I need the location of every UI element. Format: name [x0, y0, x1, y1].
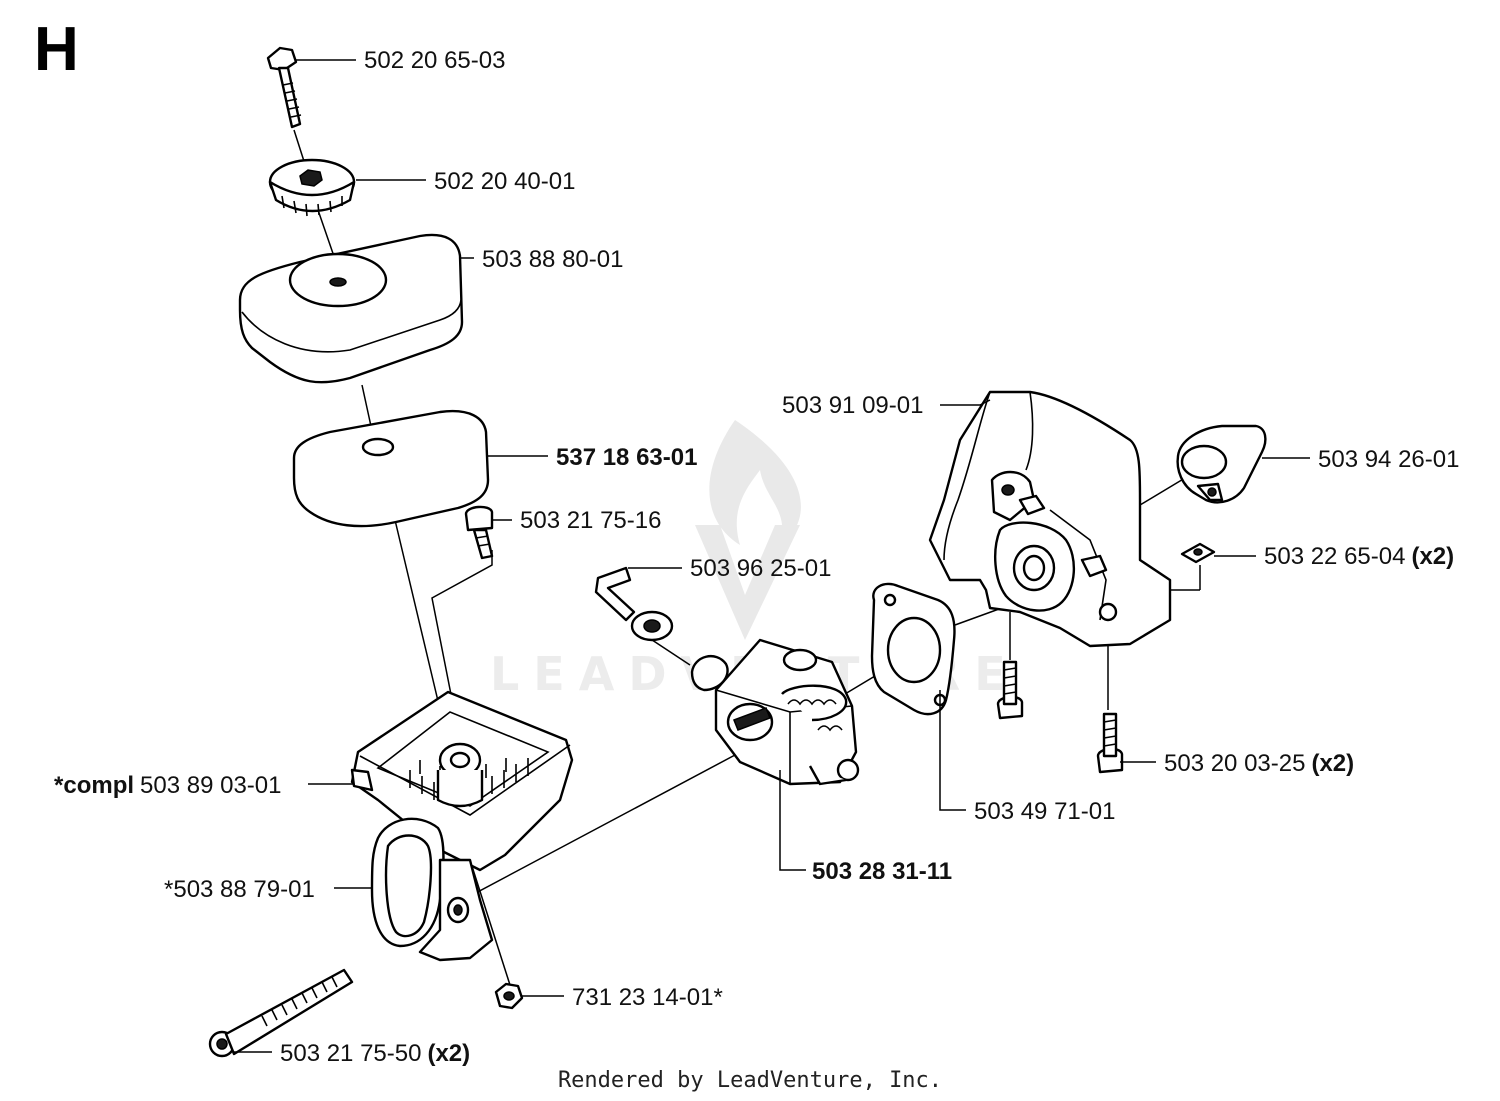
intake-housing [928, 390, 1172, 648]
callout-503-88-79-01: *503 88 79-01 [164, 876, 315, 903]
screw-filter [464, 505, 494, 560]
housing-screw-right [1096, 712, 1124, 774]
callout-503-49-71-01: 503 49 71-01 [974, 798, 1115, 825]
air-filter [292, 409, 490, 528]
callout-537-18-63-01: 537 18 63-01 [556, 444, 697, 471]
hex-nut [494, 982, 524, 1010]
air-filter-cover [238, 233, 464, 384]
callout-502-20-40-01: 502 20 40-01 [434, 168, 575, 195]
callout-503-91-09-01: 503 91 09-01 [782, 392, 923, 419]
callout-503-94-26-01: 503 94 26-01 [1318, 446, 1459, 473]
knob-nut [268, 158, 356, 217]
callout-503-28-31-11: 503 28 31-11 [812, 858, 952, 885]
leader-lines [234, 59, 1310, 1053]
callout-503-20-03-25: 503 20 03-25(x2) [1164, 750, 1354, 777]
choke-knob [370, 817, 494, 962]
bolt-top [266, 46, 302, 129]
square-nut [1180, 542, 1216, 564]
callout-503-21-75-50: 503 21 75-50(x2) [280, 1040, 470, 1067]
callout-731-23-14-01: 731 23 14-01* [572, 984, 723, 1011]
section-letter: H [34, 15, 79, 84]
tube-cap [1176, 424, 1267, 504]
callout-503-96-25-01: 503 96 25-01 [690, 555, 831, 582]
long-bolt [208, 968, 354, 1058]
air-box [350, 690, 574, 872]
carburetor [690, 638, 860, 786]
housing-screw-left [996, 660, 1024, 720]
callout-503-88-80-01: 503 88 80-01 [482, 246, 623, 273]
gasket [870, 582, 956, 716]
throttle-link [594, 566, 674, 642]
callout-503-22-65-04: 503 22 65-04(x2) [1264, 543, 1454, 570]
callout-502-20-65-03: 502 20 65-03 [364, 47, 505, 74]
callouts: 502 20 65-03 502 20 40-01 503 88 80-01 5… [54, 47, 1459, 1067]
callout-503-21-75-16: 503 21 75-16 [520, 507, 661, 534]
footer-credit: Rendered by LeadVenture, Inc. [557, 1068, 943, 1093]
